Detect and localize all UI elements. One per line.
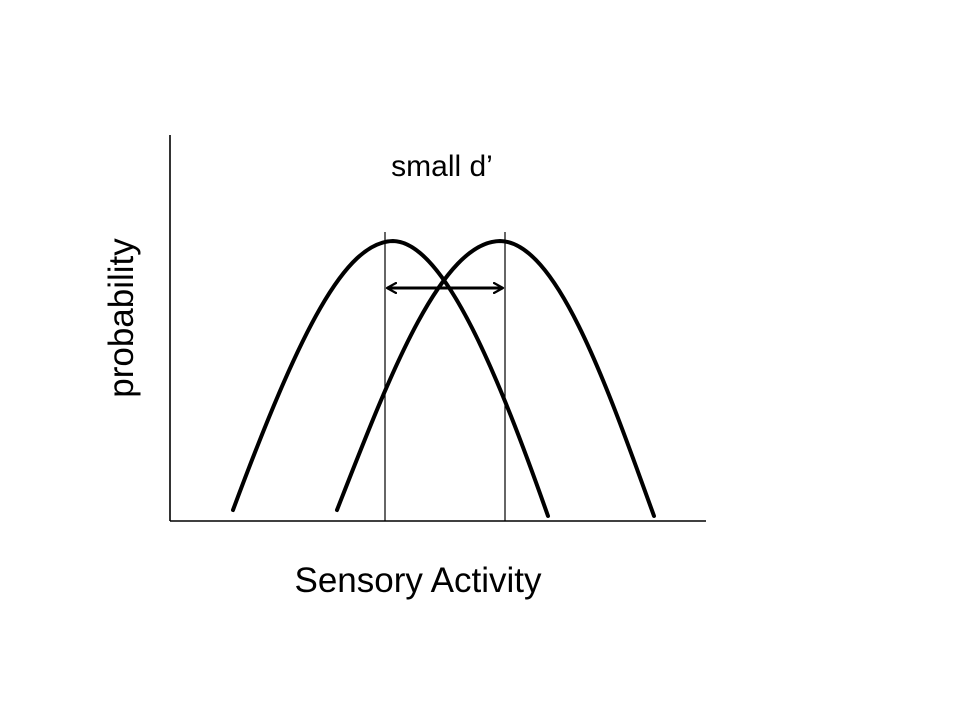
diagram-title: small d’ [391,150,493,183]
noise-distribution-curve [231,239,550,518]
y-axis-label: probability [102,238,141,398]
signal-distribution-curve [335,239,656,518]
x-axis-label: Sensory Activity [294,561,542,600]
